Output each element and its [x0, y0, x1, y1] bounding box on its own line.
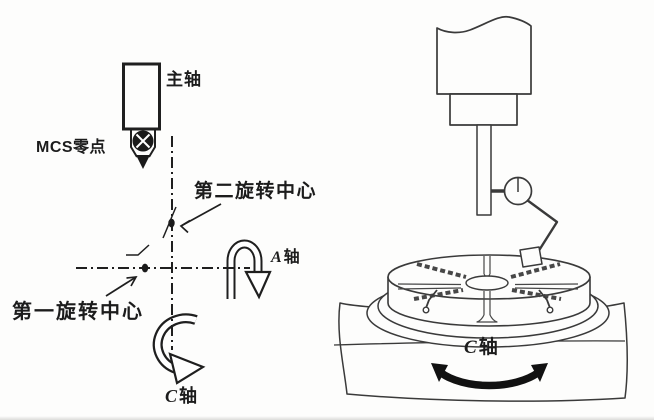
c-axis-letter-left: C: [165, 386, 179, 406]
table-center-boss: [465, 275, 509, 291]
a-axis-letter: A: [271, 249, 283, 266]
c-axis-swing-arrow-icon: [431, 363, 548, 390]
a-axis-label: A轴: [271, 249, 301, 267]
first-rotation-center-marker: [126, 244, 150, 273]
mcs-zero-point-icon: [130, 129, 156, 169]
c-axis-rotation-arrow-icon: [152, 313, 206, 385]
second-rotation-center-marker: [162, 206, 177, 239]
scan-edge-shadow: [0, 416, 654, 420]
left-schematic: [76, 62, 272, 385]
dial-indicator-icon: [491, 176, 559, 268]
a-axis-suffix: 轴: [283, 249, 301, 266]
c-axis-label-left: C轴: [165, 386, 199, 407]
c-axis-suffix-right: 轴: [478, 337, 499, 358]
probe-block: [519, 246, 543, 268]
spindle-shaft: [476, 124, 492, 216]
second-center-arrow-icon: [179, 203, 222, 234]
c-axis-letter-right: C: [464, 337, 478, 358]
spindle-label: 主轴: [166, 70, 202, 89]
c-axis-suffix-left: 轴: [179, 386, 199, 406]
c-axis-label-right: C轴: [464, 337, 499, 359]
spindle-drawing: [122, 62, 161, 131]
second-rotation-center-label: 第二旋转中心: [194, 181, 318, 202]
a-axis-rotation-arrow-icon: [226, 239, 272, 300]
right-illustration: [333, 15, 628, 402]
machine-head-drawing: [436, 15, 532, 216]
first-rotation-center-label: 第一旋转中心: [12, 301, 144, 323]
mcs-zero-label: MCS零点: [36, 139, 107, 156]
first-center-arrow-icon: [105, 275, 138, 297]
table-clamps: [422, 289, 554, 314]
indicator-arm: [526, 199, 559, 253]
